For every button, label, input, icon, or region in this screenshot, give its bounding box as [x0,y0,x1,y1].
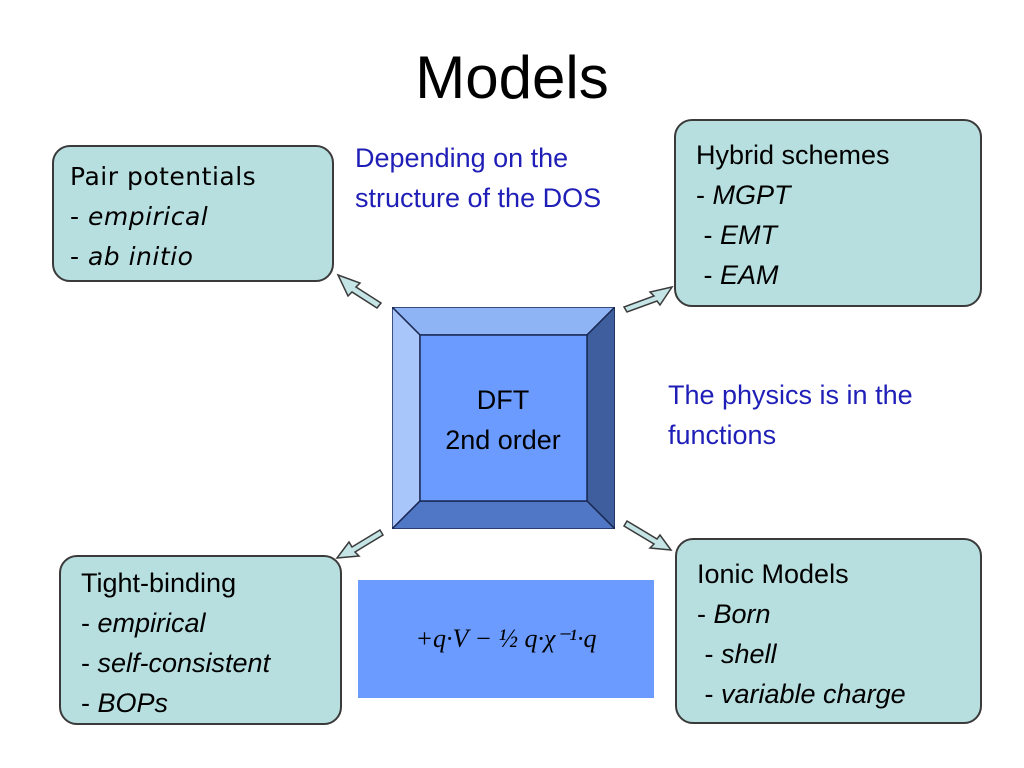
tight-item-bops-label: BOPs [97,688,169,718]
formula-graphic: +q·V − ½ q·χ⁻¹·q [416,624,597,653]
pair-item-ab-initio-label: ab initio [87,242,194,271]
arrow-to-tight-binding [335,528,385,559]
dft-label: DFT 2nd order [420,380,586,460]
dos-note: Depending on the structure of the DOS [355,138,601,218]
formula-box: +q·V − ½ q·χ⁻¹·q [358,580,654,698]
arrow-to-hybrid-schemes [622,285,674,313]
dos-note-line1: Depending on the [355,143,569,173]
ionic-models-box: Ionic Models - Born - shell - variable c… [675,538,982,724]
dft-bevel-box [392,307,615,529]
pair-item-empirical: - empirical [70,202,209,231]
hybrid-item-emt: - EMT [696,220,778,250]
dft-label-line2: 2nd order [445,425,561,455]
dft-label-line1: DFT [476,385,530,415]
arrow-to-ionic-models [622,519,673,551]
slide-title: Models [415,44,609,111]
ionic-item-born-label: Born [713,599,771,629]
hybrid-schemes-heading: Hybrid schemes [696,140,890,170]
ionic-models-heading: Ionic Models [697,559,849,589]
pair-potentials-box: Pair potentials - empirical - ab initio [52,145,334,282]
pair-item-ab-initio: - ab initio [70,242,194,271]
pair-potentials-heading: Pair potentials [70,162,257,191]
tight-binding-box: Tight-binding - empirical - self-consist… [59,555,342,725]
tight-item-empirical: - empirical [81,608,206,638]
hybrid-item-eam-label: EAM [720,260,779,290]
hybrid-schemes-box: Hybrid schemes - MGPT - EMT - EAM [674,119,982,307]
formula-text: +q·V − ½ q·χ⁻¹·q [416,624,597,653]
bevel-face [419,334,588,502]
ionic-item-variable-charge-label: variable charge [721,679,906,709]
ionic-item-shell-label: shell [721,639,777,669]
ionic-item-shell: - shell [697,639,777,669]
tight-item-self-consistent: - self-consistent [81,648,271,678]
hybrid-item-mgpt-label: MGPT [712,180,791,210]
hybrid-item-mgpt: - MGPT [696,180,791,210]
pair-item-empirical-label: empirical [87,202,209,231]
physics-note-line1: The physics is in the [668,380,913,410]
physics-note: The physics is in the functions [668,375,913,455]
tight-item-bops: - BOPs [81,688,169,718]
dos-note-line2: structure of the DOS [355,183,602,213]
hybrid-item-eam: - EAM [696,260,779,290]
tight-item-self-consistent-label: self-consistent [97,648,271,678]
hybrid-item-emt-label: EMT [720,220,777,250]
ionic-item-born: - Born [697,599,771,629]
physics-note-line2: functions [668,420,777,450]
tight-item-empirical-label: empirical [97,608,206,638]
arrow-to-pair-potentials [336,273,383,309]
tight-binding-heading: Tight-binding [81,568,237,598]
ionic-item-variable-charge: - variable charge [697,679,906,709]
